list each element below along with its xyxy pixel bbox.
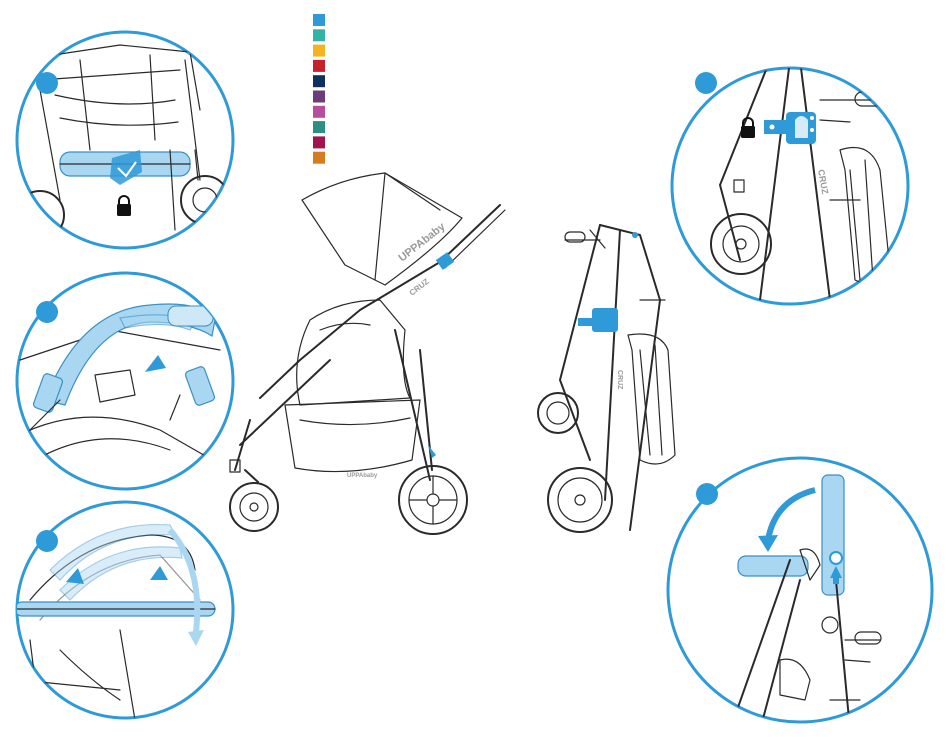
color-swatch bbox=[313, 91, 325, 103]
color-swatch bbox=[313, 60, 325, 72]
step-marker bbox=[696, 483, 718, 505]
folded-rear-wheel bbox=[548, 468, 612, 532]
color-swatch bbox=[313, 121, 325, 133]
color-swatch bbox=[313, 75, 325, 87]
color-swatch-legend bbox=[313, 14, 325, 164]
step-marker bbox=[695, 72, 717, 94]
front-wheel bbox=[230, 483, 278, 531]
step-marker bbox=[36, 301, 58, 323]
step-marker bbox=[36, 530, 58, 552]
step-marker bbox=[36, 72, 58, 94]
rear-wheel bbox=[399, 466, 467, 534]
color-swatch bbox=[313, 136, 325, 148]
stroller-folded: CRUZ bbox=[538, 225, 675, 532]
folded-model-label: CRUZ bbox=[616, 370, 623, 390]
callout-handlebar-fold bbox=[668, 458, 932, 730]
callout-fold-lock: CRUZ bbox=[672, 60, 908, 304]
stroller-unfolded: UPPAbaby CRUZ UPPAbaby bbox=[230, 173, 505, 534]
color-swatch bbox=[313, 29, 325, 41]
color-swatch bbox=[313, 14, 325, 26]
callout-bumper-bar-rotate bbox=[15, 502, 233, 720]
callout-bumper-bar-release bbox=[10, 273, 233, 489]
color-swatch bbox=[313, 106, 325, 118]
callout-brake-lock bbox=[16, 32, 233, 248]
color-swatch bbox=[313, 152, 325, 164]
color-swatch bbox=[313, 45, 325, 57]
basket-logo: UPPAbaby bbox=[347, 473, 378, 479]
